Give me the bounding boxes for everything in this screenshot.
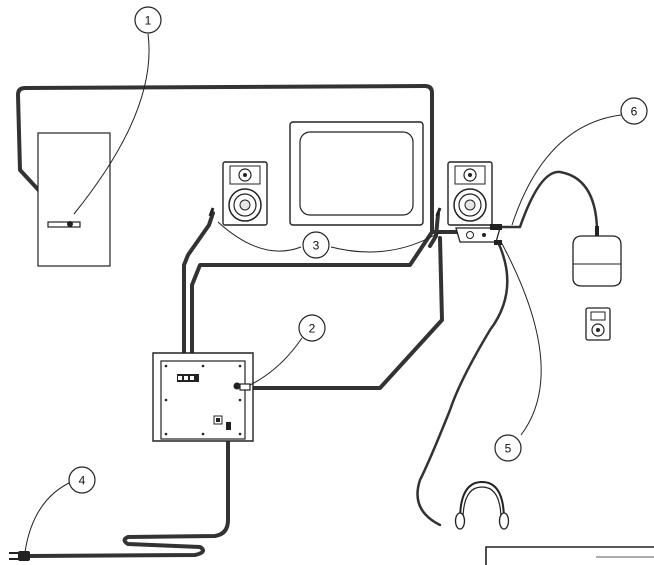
power-plug [9,551,30,561]
left-speaker-cable [182,211,215,362]
corner-frame [485,546,654,565]
cd-player-body [572,235,622,287]
leader-5 [499,239,542,436]
callout-4-label: 4 [79,474,86,488]
leader-4 [24,481,72,553]
pc-tower [37,132,111,267]
callout-1: 1 [134,6,162,34]
monitor-screen [299,131,414,216]
crt-monitor [289,121,424,226]
pc-tower-case [37,132,111,267]
callout-3: 3 [302,231,330,259]
line-in-plug [239,383,251,391]
cables [16,84,599,558]
cd-player-plug [595,226,599,236]
control-pod [455,224,502,245]
right-speaker-plug [435,207,442,217]
volume-knob-icon [466,231,474,239]
callout-2-label: 2 [309,322,316,336]
leader-1 [73,33,150,215]
left-speaker-cable-2 [190,230,434,362]
right-earcup [498,512,510,530]
callout-4: 4 [68,466,96,494]
left-satellite-speaker [208,161,268,226]
pc-sound-card-port [47,221,81,228]
headphone-plug [494,240,502,245]
cd-player-cable [498,170,599,230]
pc-audio-cable [16,84,460,234]
leader-2 [249,337,303,386]
callout-6: 6 [620,97,648,125]
aux-in-plug [490,224,502,230]
headphones [454,480,510,530]
power-cable [28,426,230,558]
right-speaker-cable [428,212,440,248]
subwoofer-back-panel [160,360,246,440]
mp3-player [585,307,611,341]
control-pod-body [455,227,501,243]
callout-3-label: 3 [313,239,320,253]
headband [459,480,505,521]
power-plug-body [18,551,30,561]
left-speaker-plug [208,207,215,217]
cd-player [572,226,622,287]
headphone-jack-icon [482,233,486,237]
leader-3a [217,221,302,252]
leader-3b [330,231,441,253]
callout-5: 5 [494,434,522,462]
pc-audio-jack [67,221,73,227]
callout-2: 2 [298,314,326,342]
callout-1-label: 1 [145,14,152,28]
leader-6 [511,114,622,226]
power-inlet [226,422,231,430]
right-satellite-speaker [435,161,493,226]
headphone-cable [416,240,509,527]
callout-leaders [24,33,622,553]
pod-to-subwoofer-cable [246,236,444,390]
line-in-jack [233,382,241,390]
callout-6-label: 6 [631,105,638,119]
callout-5-label: 5 [505,442,512,456]
subwoofer [152,352,254,442]
left-earcup [454,512,466,530]
